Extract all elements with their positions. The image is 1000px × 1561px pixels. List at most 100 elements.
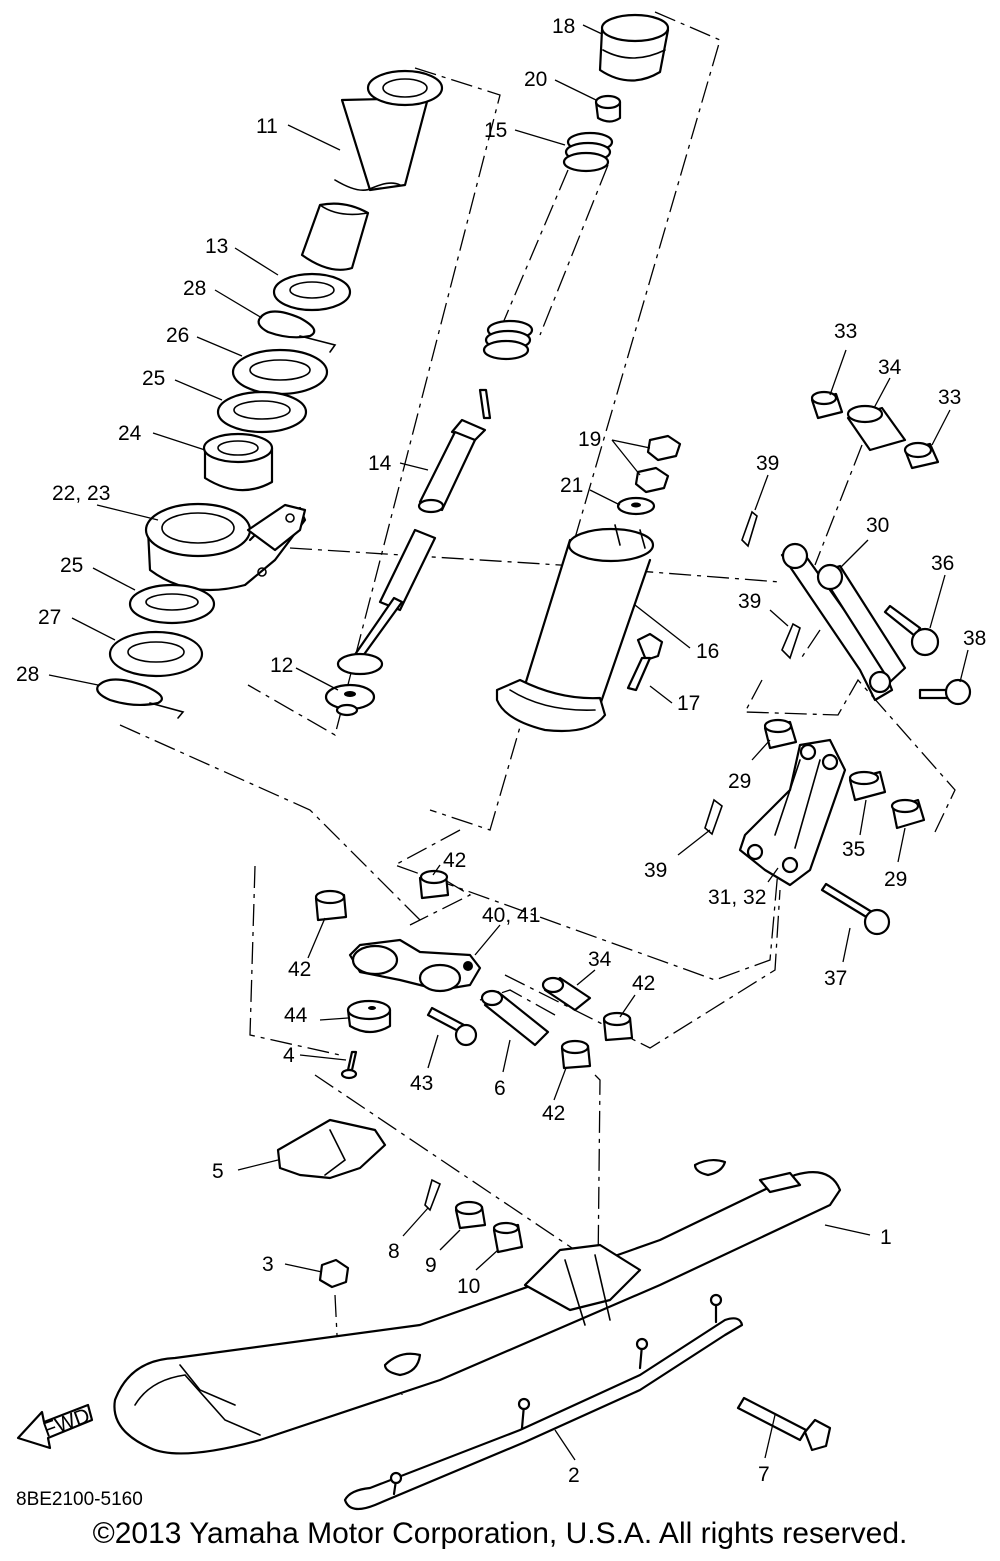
callout-12: 12 [270,654,293,677]
part-25-washer-upper [216,390,308,434]
fwd-arrow-icon: FWD [16,1403,94,1450]
callout-39-bottom: 39 [644,859,667,882]
callout-16: 16 [696,640,719,663]
part-30-link-arm [780,542,907,702]
callout-29-upper: 29 [728,770,751,793]
diagram-code: 8BE2100-5160 [16,1489,143,1510]
fwd-label: FWD [40,1404,93,1442]
callout-39-top: 39 [756,452,779,475]
part-27-ring [108,630,204,678]
part-44-rubber-pad [346,999,392,1034]
part-4-screw [340,1050,358,1080]
part-1-ski [113,1158,842,1455]
callout-42-bottom: 42 [542,1102,565,1125]
part-28-clip-lower [96,678,185,719]
part-31-32-lower-arm [738,738,847,887]
callout-20: 20 [524,68,547,91]
callout-14: 14 [368,452,392,475]
part-6-pin [480,989,550,1047]
callout-8: 8 [388,1240,400,1263]
callout-9: 9 [425,1254,437,1277]
callout-36: 36 [931,552,954,575]
callout-30: 30 [866,514,889,537]
part-11-spring-seat-sleeve [334,69,444,192]
callout-43: 43 [410,1072,433,1095]
callout-25-upper: 25 [142,367,165,390]
callout-28-upper: 28 [183,277,206,300]
part-2-wear-bar [343,1293,744,1511]
part-12-rod-end [324,683,376,717]
part-9-collar [454,1200,487,1230]
callout-37: 37 [824,967,847,990]
part-17-bolt [626,632,664,692]
callout-31-32: 31, 32 [708,886,766,909]
leader-lines [48,24,969,1461]
callout-33-left: 33 [834,320,857,343]
callout-28-lower: 28 [16,663,39,686]
callout-19: 19 [578,428,601,451]
callout-24: 24 [118,422,142,445]
part-13-washer [272,272,352,312]
part-5-wear-block [276,1118,387,1180]
callout-33-right: 33 [938,386,961,409]
spring-seat-collar [300,202,370,271]
copyright-notice: ©2013 Yamaha Motor Corporation, U.S.A. A… [92,1517,908,1550]
part-37-bolt [820,882,891,936]
callout-42-top: 42 [443,849,466,872]
part-28-clip-upper [257,310,337,353]
callout-1: 1 [880,1226,892,1249]
part-38-bolt [918,678,972,706]
callout-13: 13 [205,235,228,258]
callout-11: 11 [256,115,278,138]
part-8-cotter-pin [424,1178,442,1212]
callout-15: 15 [484,119,507,142]
part-35-collar [848,770,887,802]
callout-26: 26 [166,324,189,347]
part-14-shock-body [417,388,492,514]
part-10-washer [492,1221,524,1254]
callout-29-lower: 29 [884,868,907,891]
callout-18: 18 [552,15,575,38]
callout-7: 7 [758,1463,770,1486]
part-19-nuts [634,434,682,494]
part-7-ski-bolt [736,1396,832,1452]
callout-labels: 1 2 3 4 5 6 7 8 9 10 11 12 13 14 15 16 1… [16,15,986,1487]
part-26-ring [231,348,329,396]
part-42-collars [314,869,634,1070]
part-16-shock-cylinder [495,524,655,733]
callout-2: 2 [568,1464,580,1487]
part-34-collar-lower [541,976,592,1012]
part-21-washer [616,496,656,516]
callout-39-mid: 39 [738,590,761,613]
part-20-bushing [594,94,622,123]
callout-35: 35 [842,838,865,861]
part-15-bump-stop [482,131,614,361]
part-18-top-cap [598,13,670,82]
callout-21: 21 [560,474,583,497]
callout-42-right: 42 [632,972,655,995]
callout-27: 27 [38,606,61,629]
callout-17: 17 [677,692,700,715]
callout-34-upper: 34 [878,356,902,379]
callout-42-left: 42 [288,958,311,981]
callout-38: 38 [963,627,986,650]
part-24-bushing [202,432,274,492]
callout-5: 5 [212,1160,224,1183]
part-22-23-bracket-housing [144,502,307,592]
part-43-bolt [426,1006,478,1047]
callout-40-41: 40, 41 [482,904,540,927]
callout-44: 44 [284,1004,308,1027]
part-36-bolt [883,604,940,657]
callout-25-lower: 25 [60,554,83,577]
part-33-bushings [810,390,940,470]
callout-3: 3 [262,1253,274,1276]
callout-22-23: 22, 23 [52,482,110,505]
part-3-nut [318,1258,350,1289]
callout-6: 6 [494,1077,506,1100]
part-25-washer-lower [128,583,216,625]
part-34-collar-upper [846,404,907,452]
part-40-41-ski-saddle [348,938,482,993]
callout-4: 4 [283,1044,295,1067]
callout-34-lower: 34 [588,948,612,971]
